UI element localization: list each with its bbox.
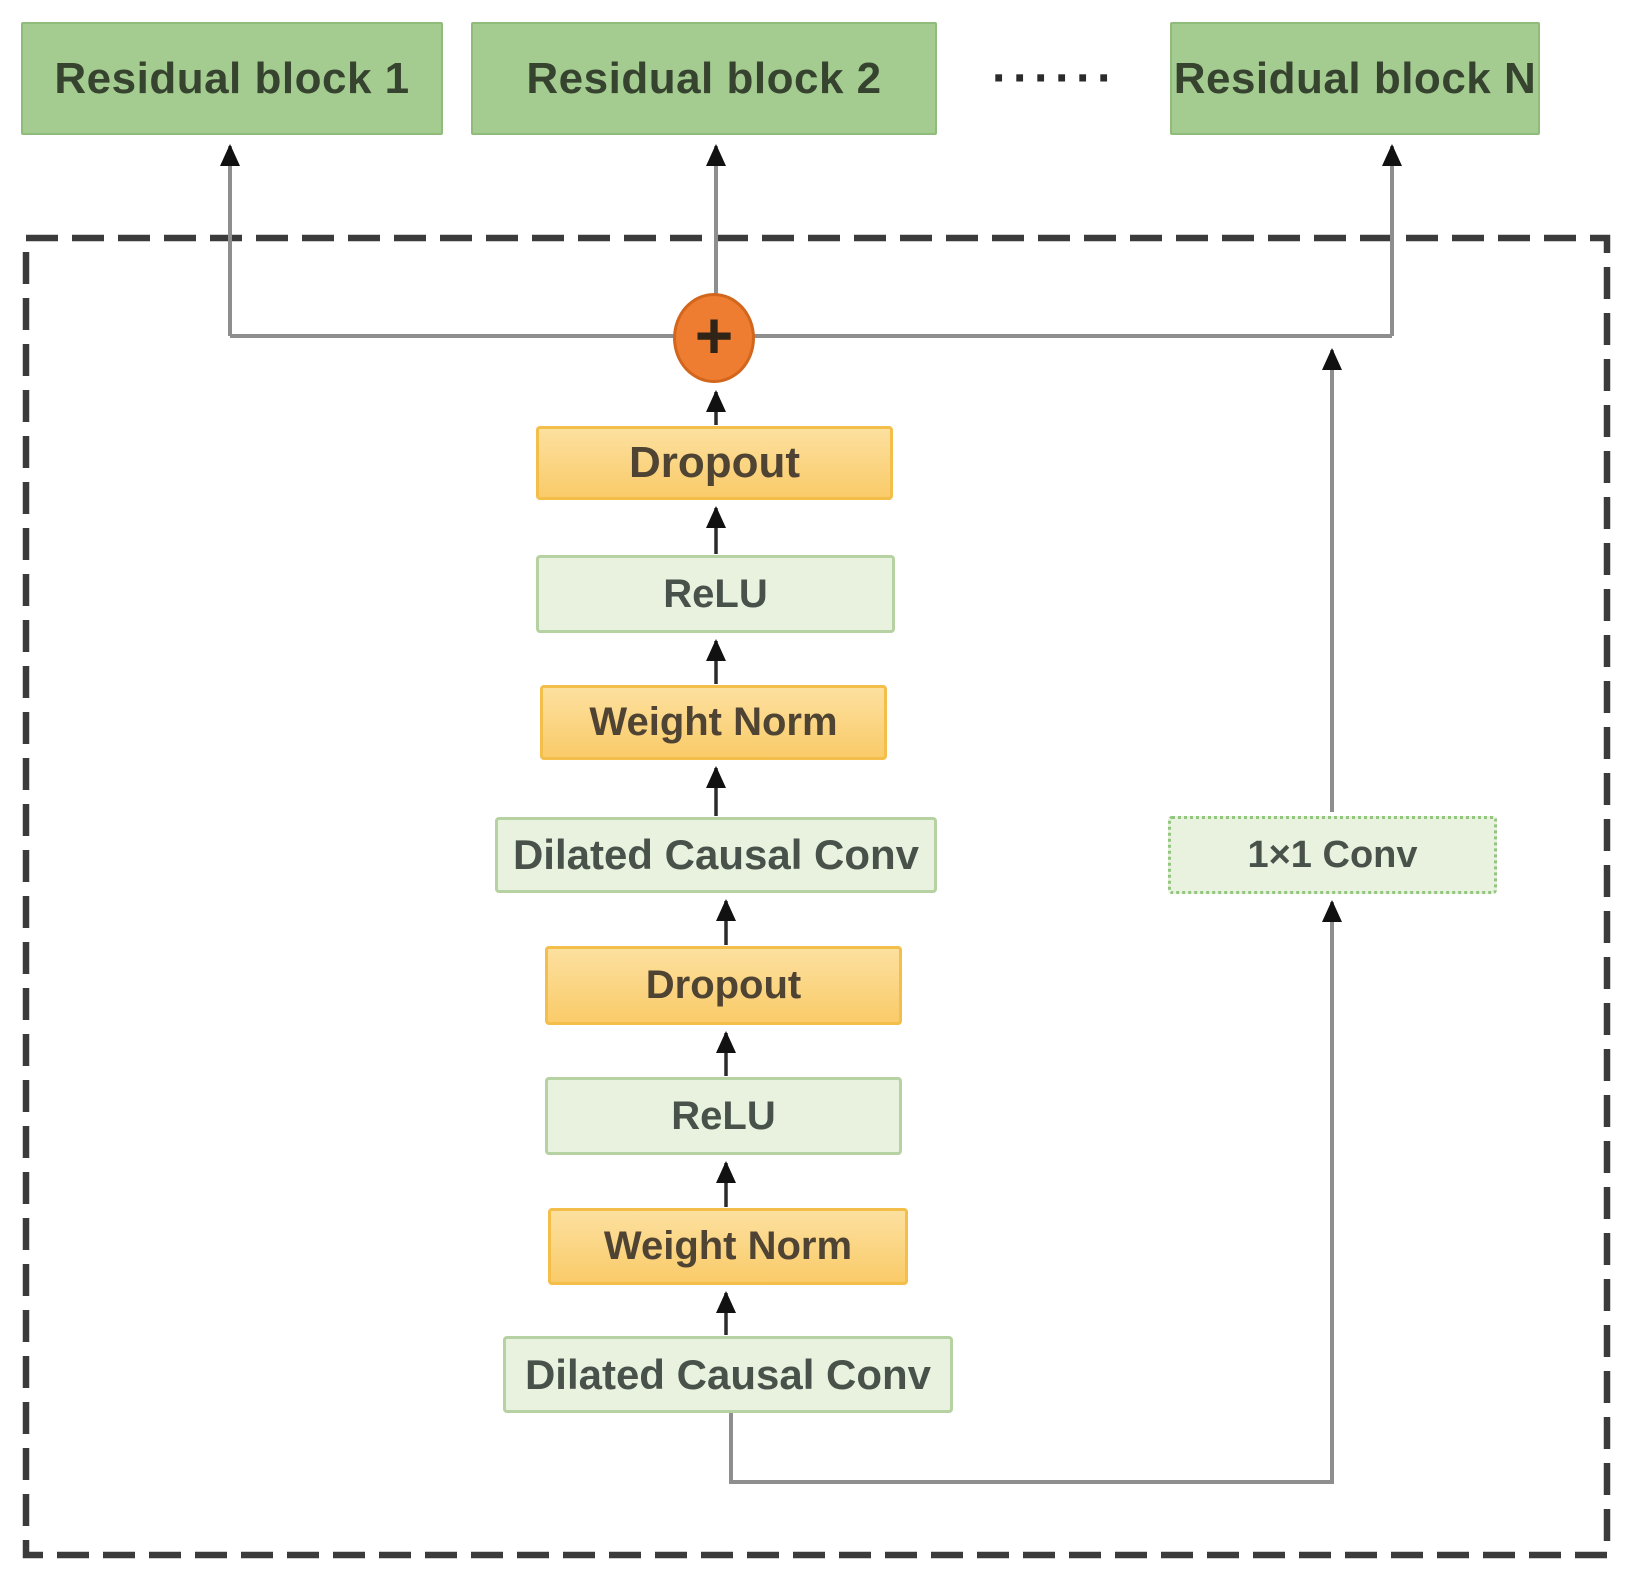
residual-block-1-node: Residual block 1 <box>21 22 443 135</box>
weight-norm-lower-node: Weight Norm <box>548 1208 908 1285</box>
dilated-causal-conv-lower-node: Dilated Causal Conv <box>503 1336 953 1413</box>
dropout-lower-node: Dropout <box>545 946 902 1025</box>
residual-block-n-node: Residual block N <box>1170 22 1540 135</box>
sum-plus-node: + <box>673 293 755 383</box>
weight-norm-upper-node: Weight Norm <box>540 685 887 760</box>
dilated-causal-conv-upper-node: Dilated Causal Conv <box>495 817 937 893</box>
plus-icon: + <box>694 298 734 372</box>
dropout-upper-node: Dropout <box>536 426 893 500</box>
conv-1x1-node: 1×1 Conv <box>1168 816 1497 894</box>
ellipsis-dots: ······ <box>992 51 1118 105</box>
relu-upper-node: ReLU <box>536 555 895 633</box>
relu-lower-node: ReLU <box>545 1077 902 1155</box>
residual-block-2-node: Residual block 2 <box>471 22 937 135</box>
